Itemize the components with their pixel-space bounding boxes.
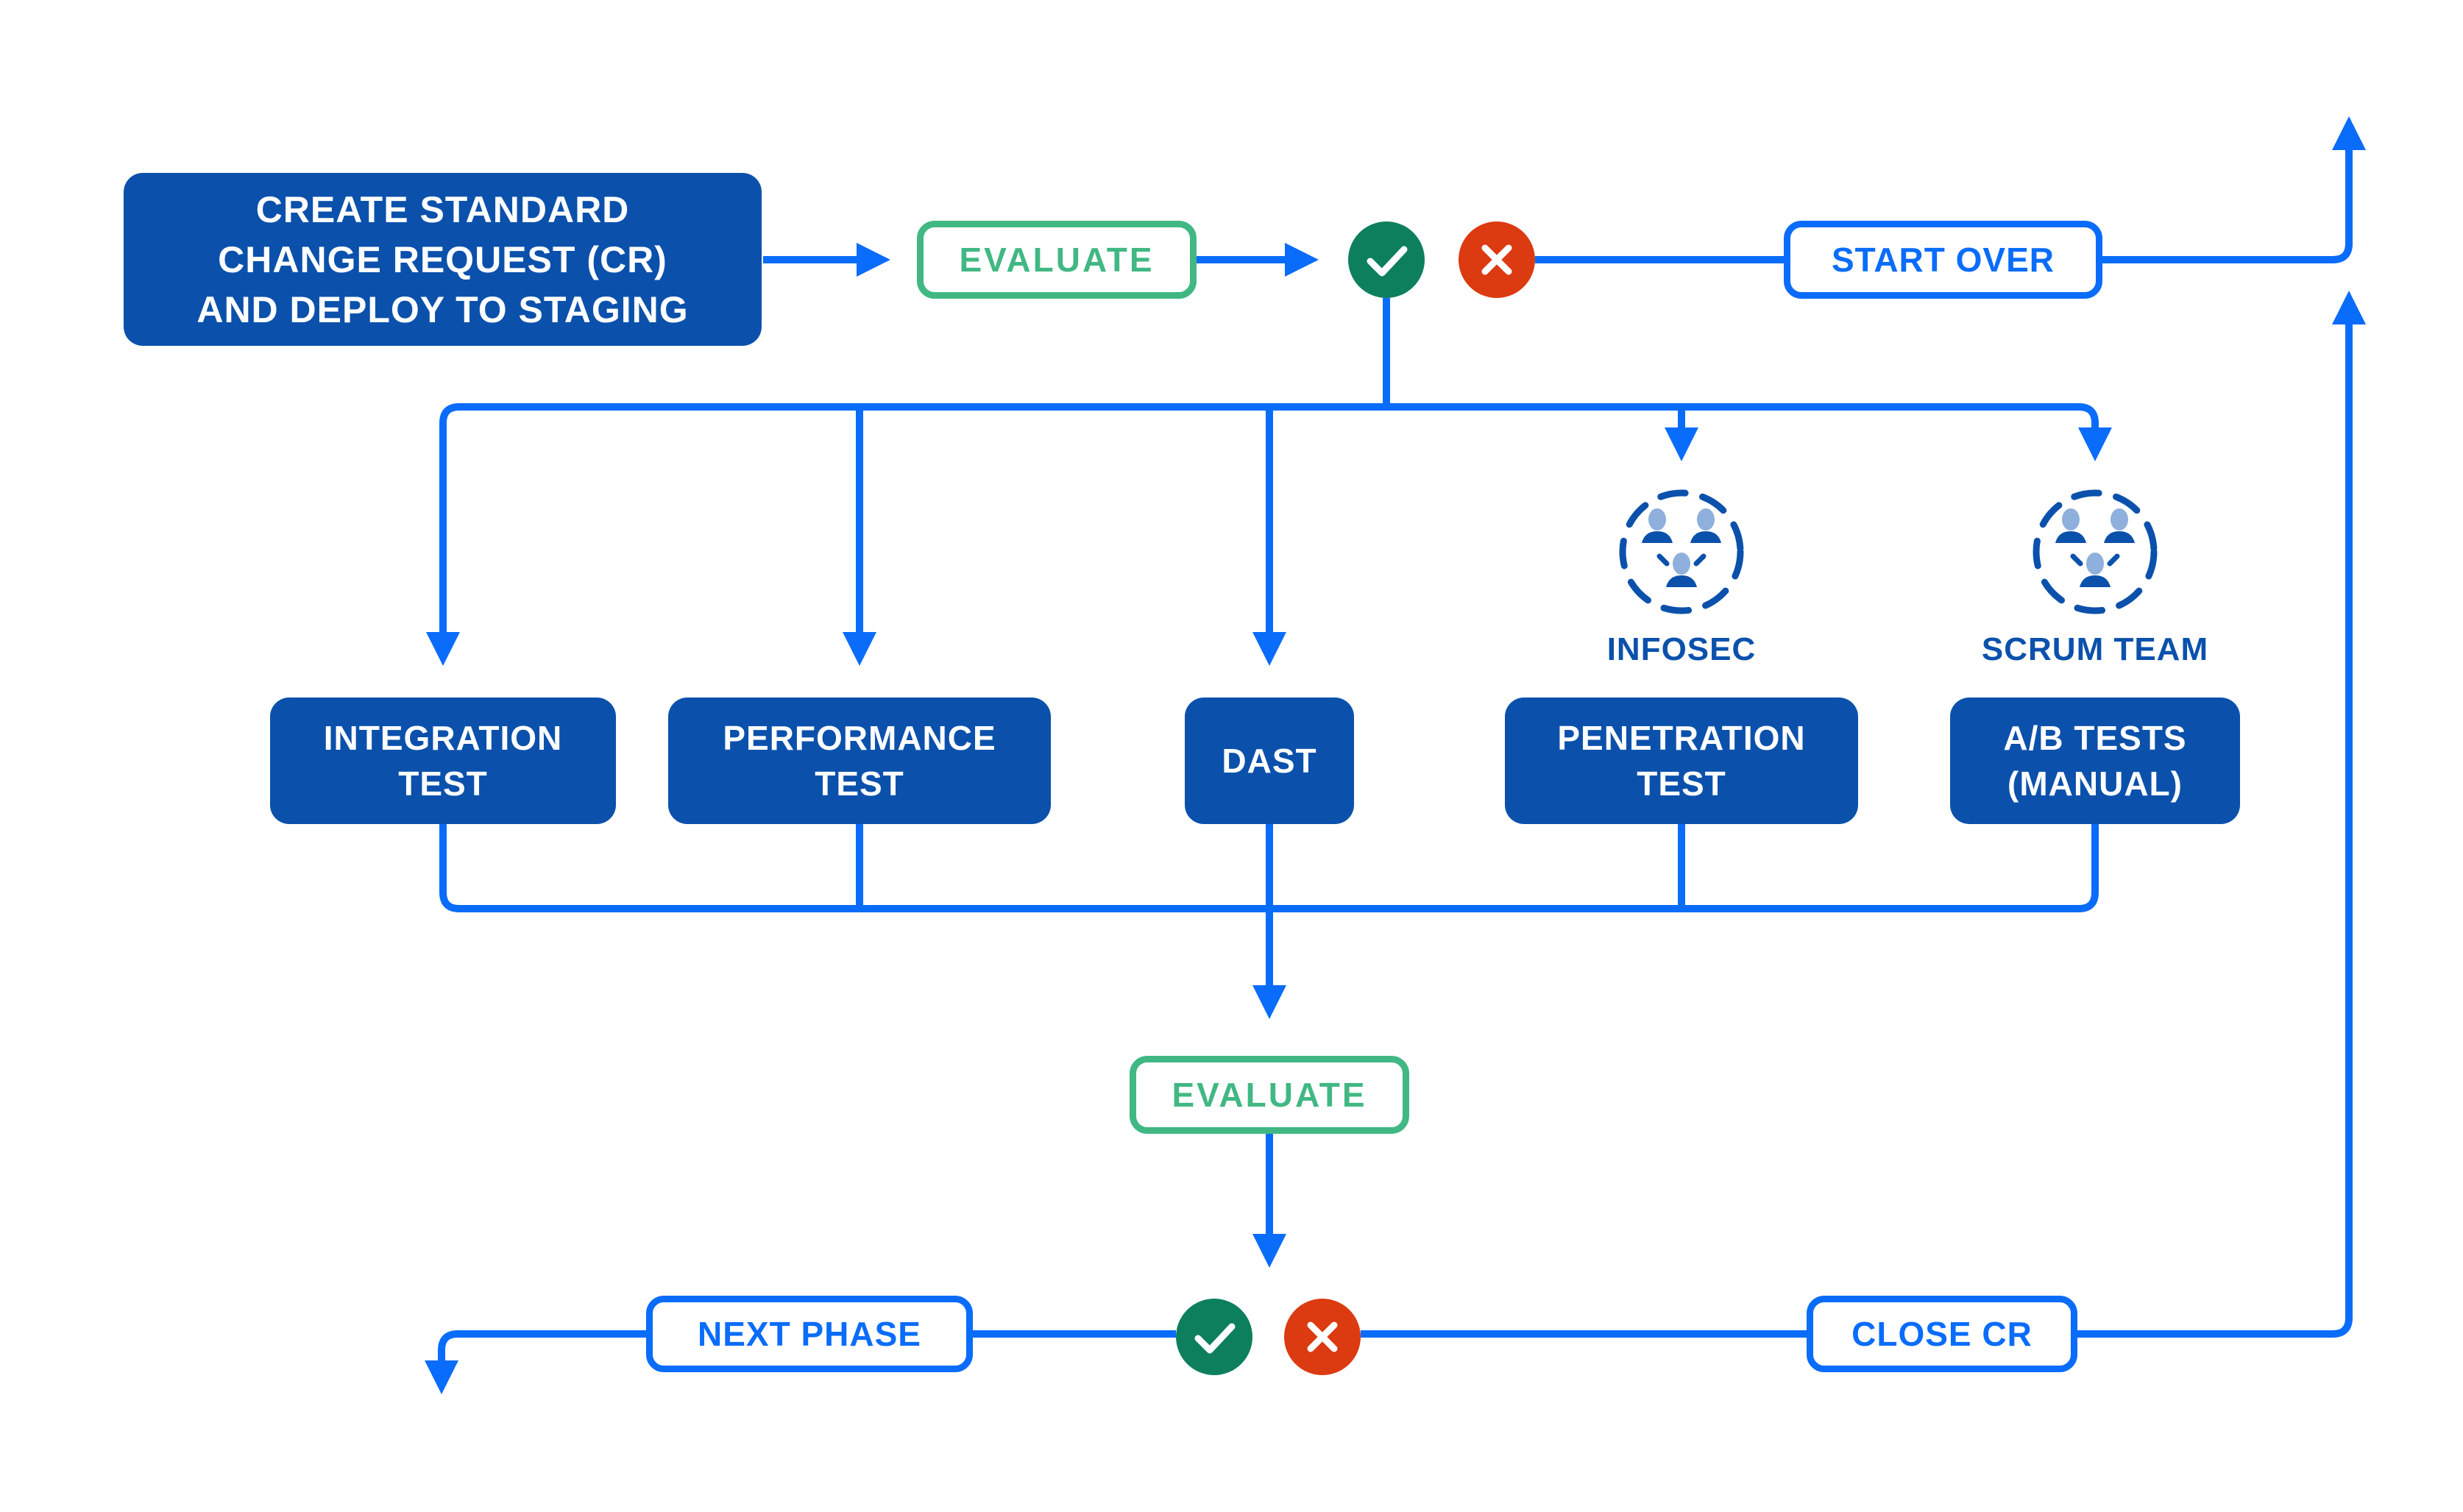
person-icon [1690, 508, 1721, 543]
scrum-team-label: SCRUM TEAM [1981, 631, 2209, 667]
performance-test-line1: PERFORMANCE [723, 719, 996, 757]
next-phase-box: NEXT PHASE [646, 1296, 973, 1372]
next-phase-label: NEXT PHASE [698, 1315, 921, 1353]
create-box-line1: CREATE STANDARD [255, 188, 630, 230]
arrowhead-down-infosec [1665, 427, 1698, 461]
fail-bottom-badge [1284, 1299, 1361, 1375]
evaluate-bottom-box: EVALUATE [1130, 1056, 1409, 1134]
arrowhead-down-scrum [2078, 427, 2112, 461]
penetration-test-line1: PENETRATION [1557, 719, 1806, 757]
arrowhead-down-performance [843, 632, 876, 666]
cross-icon [1307, 1321, 1338, 1352]
fail-top-badge [1459, 221, 1535, 298]
arrowhead-right-evaluate [857, 243, 890, 277]
evaluate-top-label: EVALUATE [959, 241, 1155, 279]
pass-top-badge [1348, 221, 1425, 298]
arrowhead-up-closecr [2332, 291, 2366, 324]
close-cr-box: CLOSE CR [1807, 1296, 2077, 1372]
person-icon [2055, 508, 2086, 543]
arrowhead-down-evaluate2 [1252, 985, 1286, 1019]
connector-closecr-up [2077, 324, 2353, 1338]
create-change-request-box: CREATE STANDARD CHANGE REQUEST (CR) AND … [124, 173, 762, 346]
ab-tests-box: A/B TESTS (MANUAL) [1950, 698, 2240, 824]
start-over-label: START OVER [1831, 241, 2055, 279]
arrowhead-down-nextphase [425, 1360, 458, 1394]
person-icon [2080, 553, 2111, 587]
pass-bottom-badge [1176, 1299, 1252, 1375]
evaluate-top-box: EVALUATE [917, 221, 1197, 299]
check-icon [1367, 246, 1408, 277]
check-icon [1194, 1323, 1236, 1354]
start-over-box: START OVER [1784, 221, 2102, 299]
integration-test-line2: TEST [398, 764, 488, 803]
penetration-test-line2: TEST [1637, 764, 1726, 803]
arrowhead-down-dast [1252, 632, 1286, 666]
connector-nextphase-out [438, 1330, 648, 1360]
arrowhead-right-decision [1285, 243, 1319, 277]
penetration-test-box: PENETRATION TEST [1505, 698, 1858, 824]
infosec-label: INFOSEC [1606, 631, 1757, 667]
ab-tests-line2: (MANUAL) [2007, 764, 2183, 803]
evaluate-bottom-label: EVALUATE [1172, 1076, 1367, 1114]
integration-test-line1: INTEGRATION [323, 719, 563, 757]
scrum-team-icon [2033, 489, 2158, 614]
person-icon [2104, 508, 2135, 543]
create-box-line2: CHANGE REQUEST (CR) [218, 238, 667, 280]
person-icon [1666, 553, 1697, 587]
ab-tests-line1: A/B TESTS [2003, 719, 2187, 757]
connector-startover-to-top [2102, 150, 2353, 263]
infosec-team-icon [1619, 489, 1744, 614]
person-icon [1642, 508, 1673, 543]
arrowhead-down-decision2 [1252, 1234, 1286, 1268]
cross-icon [1481, 244, 1512, 275]
dast-line1: DAST [1222, 742, 1317, 780]
dast-box: DAST [1185, 698, 1354, 824]
arrowhead-down-integration [426, 632, 460, 666]
performance-test-box: PERFORMANCE TEST [668, 698, 1051, 824]
performance-test-line2: TEST [815, 764, 904, 803]
integration-test-box: INTEGRATION TEST [270, 698, 616, 824]
close-cr-label: CLOSE CR [1851, 1315, 2033, 1353]
create-box-line3: AND DEPLOY TO STAGING [196, 288, 689, 330]
arrowhead-up-top [2332, 116, 2366, 150]
